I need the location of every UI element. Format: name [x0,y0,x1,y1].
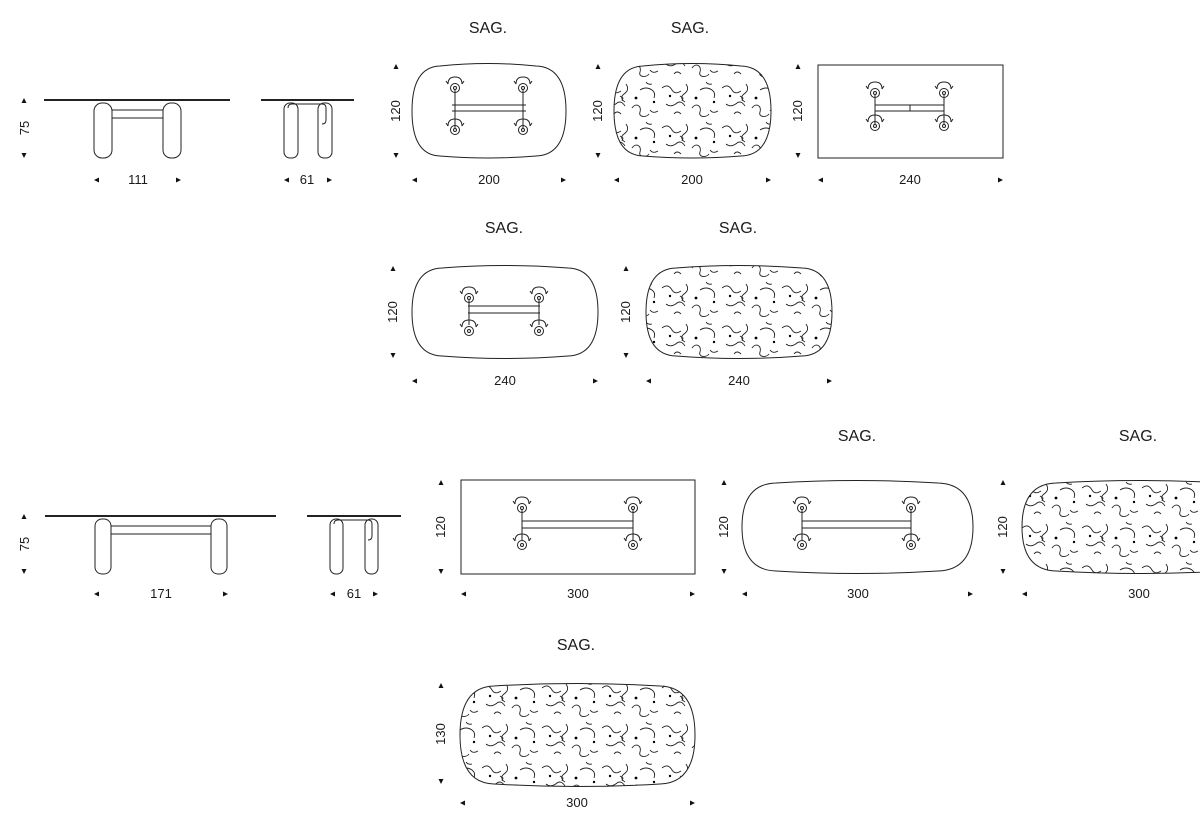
row1-top-2: SAG. 120 200 [590,20,772,187]
row1-top-3-height: 120 [790,100,805,122]
row1-front-width: 111 [128,172,148,187]
row1-top-2-height: 120 [590,100,605,122]
row4-top-1-label: SAG. [557,637,595,654]
row2-top-2: SAG. 120 240 [618,220,833,388]
row1-top-1: SAG. 120 200 [388,20,567,187]
row2-top-1-width: 240 [494,373,516,388]
row3-top-3-height: 120 [995,516,1010,538]
row1-top-1-width: 200 [478,172,500,187]
row3-top-2-height: 120 [716,516,731,538]
row1-top-3: 120 240 [790,64,1004,187]
row4-top-1: SAG. 130 300 [433,637,696,810]
row3-front-width: 171 [150,586,172,601]
row3-top-2-width: 300 [847,586,869,601]
row3-side-view: 61 [307,515,401,601]
row3-front-height: 75 [17,537,32,551]
row1-top-2-width: 200 [681,172,703,187]
row1-top-1-label: SAG. [469,20,507,37]
row1-top-1-height: 120 [388,100,403,122]
row2-top-1-height: 120 [385,301,400,323]
row2-top-1-label: SAG. [485,220,523,237]
row1-top-3-width: 240 [899,172,921,187]
row1-side-view: 61 [261,99,354,187]
row3-top-2: SAG. 120 300 [716,428,974,601]
row3-top-3: SAG. 120 300 [995,428,1200,601]
row2-top-2-label: SAG. [719,220,757,237]
row3-side-width: 61 [347,586,361,601]
row4-top-1-height: 130 [433,723,448,745]
row2-top-2-height: 120 [618,301,633,323]
row3-front-view: 75 171 [17,514,276,601]
row3-top-1-width: 300 [567,586,589,601]
row1-side-width: 61 [300,172,314,187]
row3-top-1-height: 120 [433,516,448,538]
row4-top-1-width: 300 [566,795,588,810]
row1-top-2-label: SAG. [671,20,709,37]
row3-top-3-label: SAG. [1119,428,1157,445]
row3-top-3-width: 300 [1128,586,1150,601]
row3-top-1: 120 300 [433,479,696,601]
row2-top-1: SAG. 120 240 [385,220,599,388]
row2-top-2-width: 240 [728,373,750,388]
row1-front-view: 75 111 [17,98,230,187]
row3-top-2-label: SAG. [838,428,876,445]
row1-front-height: 75 [17,121,32,135]
